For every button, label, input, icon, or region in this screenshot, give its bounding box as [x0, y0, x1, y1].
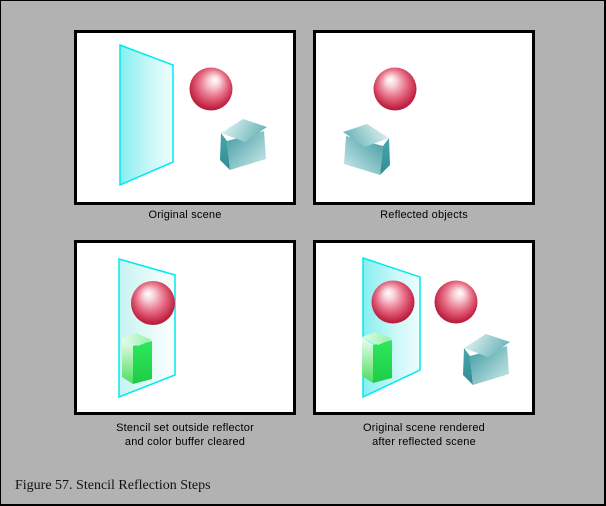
- caption-line: Original scene rendered: [362, 422, 485, 434]
- panel-final-composite: [313, 240, 535, 415]
- scene-canvas-final: [362, 256, 510, 399]
- cube-top-face: [221, 119, 267, 142]
- cube-side-face: [220, 133, 230, 170]
- scene-canvas-reflected: [343, 67, 417, 175]
- cube-top-face: [343, 124, 389, 147]
- caption-line: Stencil set outside reflector: [116, 422, 254, 434]
- red-sphere: [189, 67, 233, 111]
- cube-side-face: [463, 348, 473, 385]
- cube-front-face: [470, 346, 509, 385]
- green-cube: [362, 332, 392, 383]
- green-cube-front-face: [133, 341, 152, 384]
- panel-stencil-cleared: [74, 240, 296, 415]
- figure-caption: Figure 57. Stencil Reflection Steps: [15, 478, 211, 493]
- panel-caption-final-composite: Original scene rendered after reflected …: [313, 421, 535, 449]
- cube-front-face: [227, 131, 266, 170]
- caption-line: Original scene: [148, 209, 222, 221]
- green-cube-top-face: [122, 333, 152, 346]
- green-cube-left-face: [362, 337, 373, 383]
- panel-caption-stencil-cleared: Stencil set outside reflector and color …: [74, 421, 296, 449]
- red-sphere-reflected: [131, 281, 175, 325]
- panel-reflected-objects: [313, 30, 535, 205]
- cube-side-face: [380, 138, 390, 175]
- green-cube: [122, 333, 152, 384]
- red-sphere: [434, 280, 478, 324]
- green-cube-top-face: [362, 332, 392, 345]
- cube-top-face: [464, 334, 510, 357]
- panel-caption-reflected-objects: Reflected objects: [313, 208, 535, 222]
- green-cube-left-face: [122, 338, 133, 384]
- scene-canvas-original: [119, 43, 267, 187]
- panel-original-scene: [74, 30, 296, 205]
- caption-line: Reflected objects: [380, 209, 468, 221]
- teal-cube-reflected: [343, 124, 390, 175]
- caption-line: and color buffer cleared: [124, 436, 246, 448]
- cube-front-face: [344, 136, 383, 175]
- scene-canvas-stencil: [118, 258, 176, 399]
- panel-caption-original-scene: Original scene: [74, 208, 296, 222]
- caption-line: after reflected scene: [372, 436, 476, 448]
- teal-cube: [463, 334, 510, 385]
- red-sphere-reflected: [373, 67, 417, 111]
- teal-cube: [220, 119, 267, 170]
- mirror-quad: [119, 43, 174, 187]
- green-cube-front-face: [373, 340, 392, 383]
- red-sphere-reflected: [371, 280, 415, 324]
